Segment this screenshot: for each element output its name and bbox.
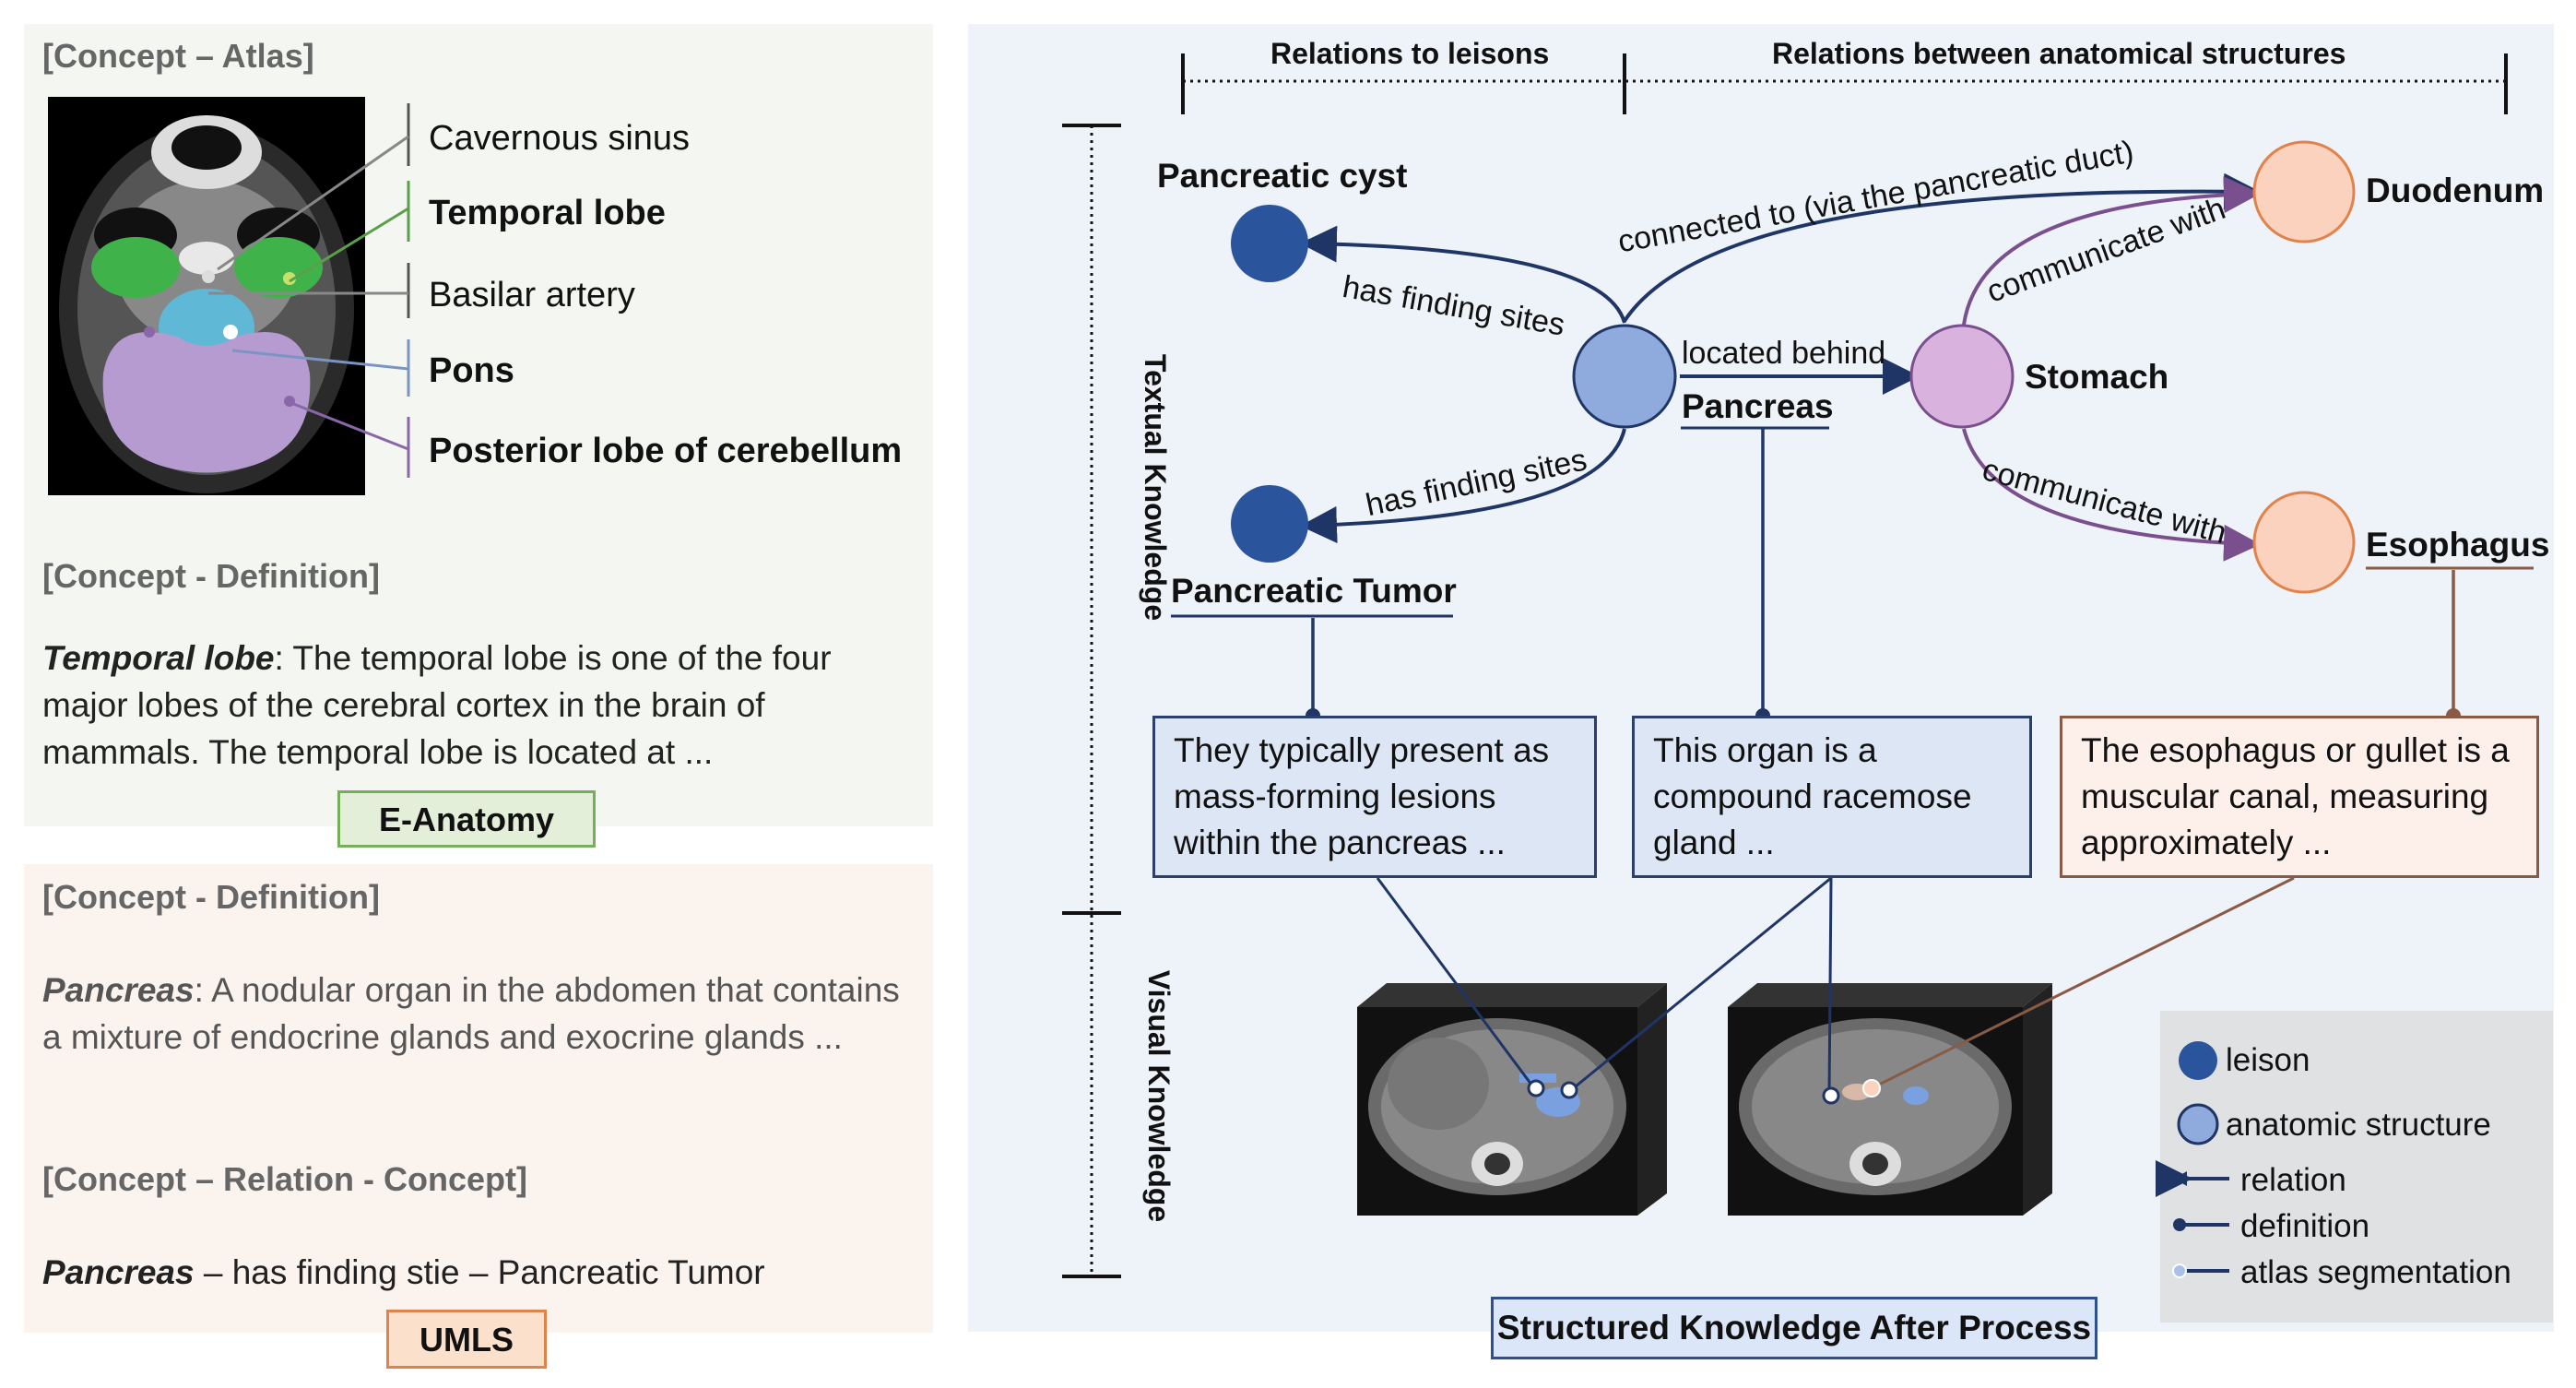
relation-header: [Concept – Relation - Concept]	[42, 1160, 528, 1198]
legend-anatomic: anatomic structure	[2226, 1107, 2491, 1143]
definition-box-tumor: They typically present as mass-forming l…	[1152, 716, 1597, 878]
label-temporal-lobe: Temporal lobe	[429, 194, 666, 232]
umls-tag: UMLS	[386, 1310, 547, 1369]
bracket-label-lesions: Relations to leisons	[1270, 37, 1550, 70]
node-label-pancreatic-cyst: Pancreatic cyst	[1157, 157, 1408, 195]
label-pons: Pons	[429, 351, 514, 390]
node-label-duodenum: Duodenum	[2366, 172, 2545, 209]
umls-panel	[24, 864, 933, 1333]
legend-lesion: leison	[2226, 1042, 2310, 1078]
pancreas-definition: Pancreas: A nodular organ in the abdomen…	[42, 971, 900, 1056]
structured-knowledge-title: Structured Knowledge After Process	[1491, 1297, 2097, 1359]
bracket-label-anatomical: Relations between anatomical structures	[1772, 37, 2346, 70]
node-label-stomach: Stomach	[2025, 358, 2169, 396]
node-label-pancreatic-tumor: Pancreatic Tumor	[1171, 572, 1457, 610]
ct-image-left	[1357, 983, 1667, 1216]
node-label-esophagus: Esophagus	[2366, 526, 2550, 564]
brain-mri-image	[48, 97, 365, 495]
concept-atlas-header: [Concept – Atlas]	[42, 37, 314, 75]
definition-box-pancreas: This organ is a compound racemose gland …	[1632, 716, 2032, 878]
e-anatomy-tag: E-Anatomy	[337, 790, 596, 848]
definition-box-esophagus: The esophagus or gullet is a muscular ca…	[2060, 716, 2539, 878]
legend-atlas: atlas segmentation	[2240, 1254, 2511, 1290]
side-label-visual: Visual Knowledge	[1142, 969, 1176, 1223]
legend-definition: definition	[2240, 1208, 2370, 1244]
ct-image-right	[1728, 983, 2052, 1216]
label-posterior-lobe-cerebellum: Posterior lobe of cerebellum	[429, 432, 903, 470]
side-label-textual: Textual Knowledge	[1139, 353, 1173, 622]
label-basilar-artery: Basilar artery	[429, 276, 635, 314]
umls-definition-header: [Concept - Definition]	[42, 878, 380, 916]
temporal-lobe-definition: Temporal lobe: The temporal lobe is one …	[42, 639, 832, 771]
node-label-pancreas: Pancreas	[1682, 387, 1834, 425]
label-cavernous-sinus: Cavernous sinus	[429, 119, 691, 158]
edge-label-located-behind: located behind	[1682, 336, 1886, 371]
pancreas-relation: Pancreas – has finding stie – Pancreatic…	[42, 1253, 765, 1291]
definition-header: [Concept - Definition]	[42, 557, 380, 595]
legend-relation: relation	[2240, 1162, 2346, 1198]
